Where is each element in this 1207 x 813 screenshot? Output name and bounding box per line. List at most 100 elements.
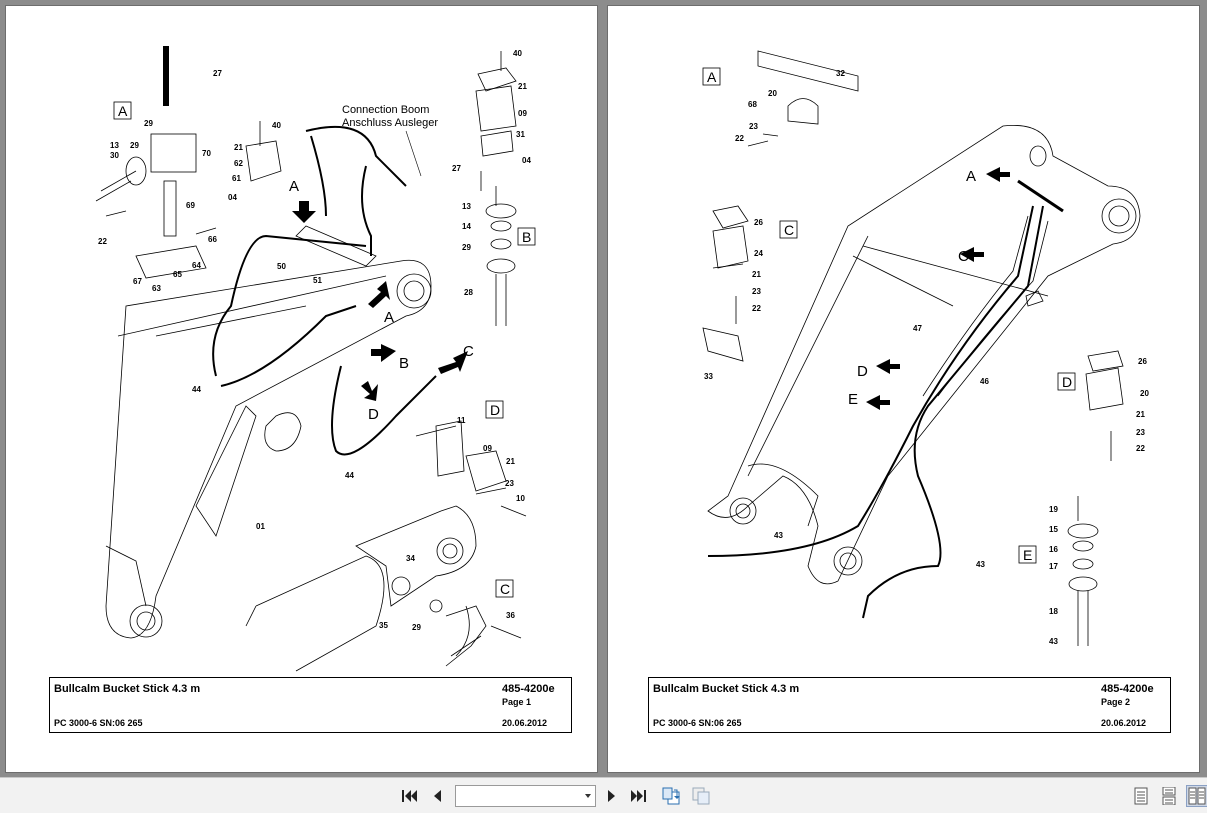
part-label: 26 (1138, 357, 1147, 366)
part-label: 16 (1049, 545, 1058, 554)
caption-line-2: Anschluss Ausleger (342, 117, 438, 129)
part-label: 43 (774, 531, 783, 540)
title-block: Bullcalm Bucket Stick 4.3 m 485-4200e Pa… (49, 677, 572, 733)
page-select[interactable] (455, 785, 596, 807)
part-label: 24 (754, 249, 763, 258)
part-label: 67 (133, 277, 142, 286)
part-label: 61 (232, 174, 241, 183)
part-label: 50 (277, 262, 286, 271)
part-label: 43 (976, 560, 985, 569)
part-label: 10 (516, 494, 525, 503)
page-number: Page 2 (1101, 697, 1131, 707)
part-label: 18 (1049, 607, 1058, 616)
section-label-c: C (500, 581, 510, 597)
next-page-icon (608, 790, 615, 802)
part-label: 23 (749, 122, 758, 131)
section-label-e: E (1023, 547, 1032, 563)
document-viewer[interactable]: A A B C D Connection Boom Anschluss Ausl… (0, 0, 1207, 777)
part-label: 21 (234, 143, 243, 152)
part-label: 46 (980, 377, 989, 386)
caption-line-1: Connection Boom (342, 104, 429, 116)
part-label: 51 (313, 276, 322, 285)
arrow-label-a: A (966, 168, 976, 185)
part-label: 63 (152, 284, 161, 293)
section-label-d: D (490, 402, 500, 418)
document-number: 485-4200e (1101, 683, 1154, 695)
previous-page-button[interactable] (426, 785, 448, 807)
arrow-label-e: E (848, 391, 858, 408)
part-label: 43 (1049, 637, 1058, 646)
part-label: 47 (913, 324, 922, 333)
part-label: 34 (406, 554, 415, 563)
go-forward-button[interactable] (690, 785, 712, 807)
last-page-button[interactable] (628, 785, 650, 807)
part-label: 22 (98, 237, 107, 246)
page-number: Page 1 (502, 697, 532, 707)
part-label: 19 (1049, 505, 1058, 514)
part-label: 30 (110, 151, 119, 160)
go-back-button[interactable] (660, 785, 682, 807)
part-label: 66 (208, 235, 217, 244)
drawing-page-1: A A B C D Connection Boom Anschluss Ausl… (95, 46, 536, 672)
document-number: 485-4200e (502, 683, 555, 695)
part-label: 17 (1049, 562, 1058, 571)
part-label: 44 (345, 471, 354, 480)
single-page-view-button[interactable] (1130, 785, 1152, 807)
part-label: 33 (704, 372, 713, 381)
part-label: 29 (462, 243, 471, 252)
part-label: 32 (836, 69, 845, 78)
section-label-a: A (118, 103, 128, 119)
part-label: 29 (412, 623, 421, 632)
part-label: 36 (506, 611, 515, 620)
part-label: 04 (522, 156, 531, 165)
part-label: 01 (256, 522, 265, 531)
part-label: 13 (462, 202, 471, 211)
part-label: 21 (506, 457, 515, 466)
part-label: 35 (379, 621, 388, 630)
arrow-label-c: C (463, 343, 474, 360)
part-label: 21 (1136, 410, 1145, 419)
facing-pages-view-button[interactable] (1186, 785, 1207, 807)
document-date: 20.06.2012 (1101, 718, 1147, 728)
section-label-b: B (522, 229, 531, 245)
part-label: 22 (735, 134, 744, 143)
part-label: 15 (1049, 525, 1058, 534)
drawing-page-2: A C D E A C D E 32 20 68 23 22 26 24 21 … (702, 50, 1149, 646)
part-label: 22 (752, 304, 761, 313)
document-title: Bullcalm Bucket Stick 4.3 m (54, 683, 201, 695)
part-label: 29 (144, 119, 153, 128)
facing-pages-view-icon (1188, 787, 1206, 805)
arrow-label-b: B (399, 355, 409, 372)
arrow-label-a-lower: A (384, 309, 394, 326)
part-label: 70 (202, 149, 211, 158)
part-label: 44 (192, 385, 201, 394)
navigation-toolbar (0, 777, 1207, 813)
next-page-button[interactable] (601, 785, 623, 807)
part-label: 13 (110, 141, 119, 150)
part-label: 23 (1136, 428, 1145, 437)
machine-model: PC 3000-6 SN:06 265 (653, 718, 742, 728)
part-label: 26 (754, 218, 763, 227)
part-label: 22 (1136, 444, 1145, 453)
chevron-down-icon (585, 794, 591, 798)
part-label: 65 (173, 270, 182, 279)
section-label-d: D (1062, 374, 1072, 390)
part-label: 14 (462, 222, 471, 231)
part-label: 23 (752, 287, 761, 296)
arrow-label-c: C (958, 248, 969, 265)
continuous-view-button[interactable] (1158, 785, 1180, 807)
section-label-c: C (784, 222, 794, 238)
part-label: 21 (518, 82, 527, 91)
previous-page-icon (434, 790, 441, 802)
go-forward-icon (692, 787, 710, 805)
part-label: 09 (483, 444, 492, 453)
arrow-label-d: D (857, 363, 868, 380)
first-page-button[interactable] (398, 785, 420, 807)
page-1: A A B C D Connection Boom Anschluss Ausl… (5, 5, 598, 773)
part-label: 20 (768, 89, 777, 98)
machine-model: PC 3000-6 SN:06 265 (54, 718, 143, 728)
part-label: 40 (513, 49, 522, 58)
part-label: 23 (505, 479, 514, 488)
part-label: 31 (516, 130, 525, 139)
document-date: 20.06.2012 (502, 718, 548, 728)
